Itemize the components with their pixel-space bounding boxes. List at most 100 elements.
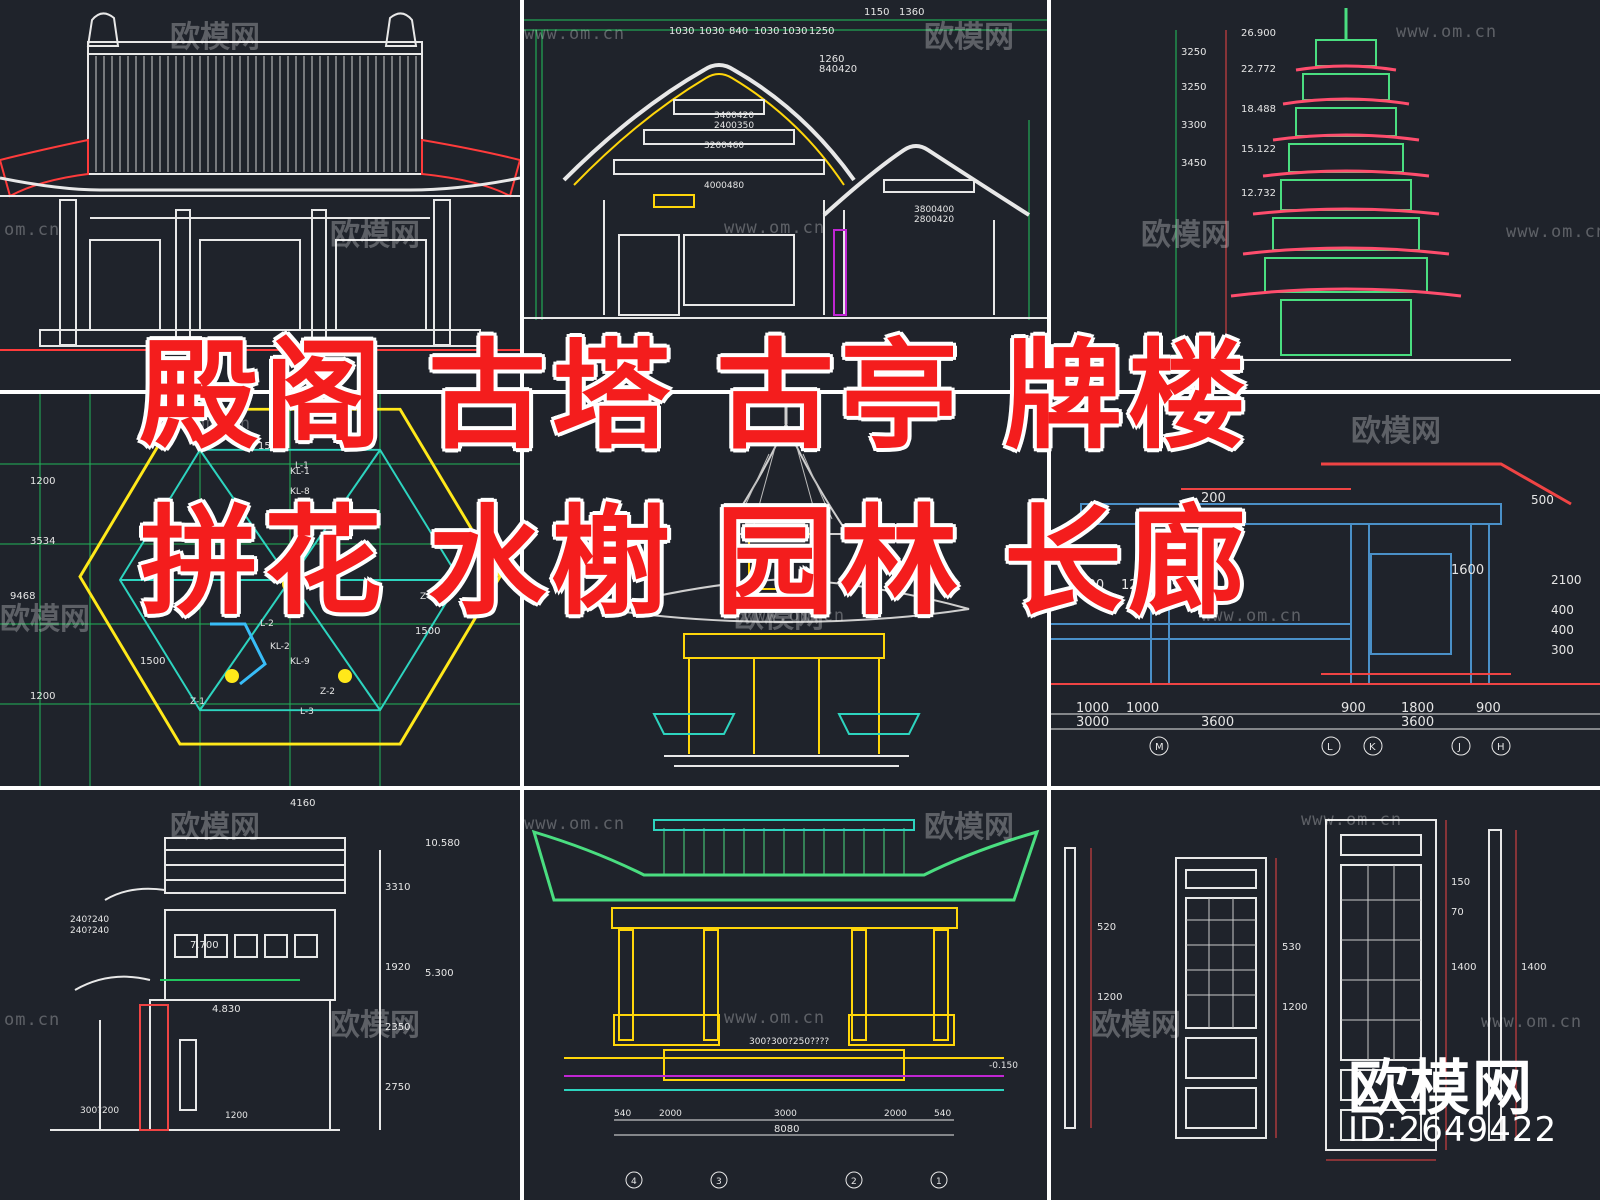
level-label: -0.150 (989, 1061, 1018, 1071)
dim-label: 1250 (809, 26, 834, 37)
level-label: 22.772 (1241, 64, 1276, 75)
watermark-url: www.om.cn (524, 814, 626, 834)
watermark-url: www.om.cn (1301, 810, 1403, 830)
watermark-url: www.om.cn (724, 218, 826, 238)
dim-label: 1920 (385, 962, 410, 973)
level-label: 4.830 (212, 1004, 241, 1015)
member-label: KL-9 (290, 657, 310, 667)
watermark-logo: 欧模网 (1141, 218, 1231, 253)
dim-label: 1030 (669, 26, 694, 37)
headline-word: 牌楼 (1004, 327, 1253, 465)
dim-label: 3000 (774, 1109, 797, 1119)
level-label: 7.700 (190, 940, 219, 951)
level-label: 5.300 (425, 968, 454, 979)
dim-label: 3310 (385, 882, 410, 893)
level-label: 10.580 (425, 838, 460, 849)
dim-label: 1800 (1401, 701, 1434, 716)
axis-label: 3 (716, 1177, 722, 1187)
member-label: KL-1 (290, 467, 310, 477)
dim-label: 4000480 (704, 181, 744, 191)
dim-label: 900 (1476, 701, 1501, 716)
dim-label: 2750 (385, 1082, 410, 1093)
headline-word: 殿阁 (140, 327, 389, 465)
watermark-logo: 欧模网 (1351, 414, 1441, 449)
brand-id: ID:2649422 (1348, 1110, 1558, 1150)
pagoda-drawing: 26.900 22.772 18.488 15.122 12.732 3250 … (1175, 8, 1511, 361)
watermark-logo: 欧模网 (170, 810, 260, 845)
dim-label: 200 (1201, 491, 1226, 506)
watermark-logo: 欧模网 (734, 600, 824, 635)
dim-label: 3200460 (704, 141, 744, 151)
watermark-url: www.om.cn (1396, 22, 1498, 42)
dim-label: 2800420 (914, 215, 954, 225)
watermark-url: www.om.cn (524, 24, 626, 44)
member-label: Z-4 (420, 592, 435, 602)
note-label: 240?240 (70, 915, 109, 925)
axis-label: 2 (851, 1177, 857, 1187)
axis-label: H (1497, 742, 1505, 753)
member-label: L-3 (300, 707, 314, 717)
note-label: 300?200 (80, 1106, 119, 1116)
dim-label: 2000 (884, 1109, 907, 1119)
dim-label: 3250 (1181, 82, 1206, 93)
member-label: L-1 (295, 461, 309, 471)
panel-gate-section: 10.580 5.300 4.830 7.700 2750 1920 3310 … (0, 790, 520, 1200)
brand-logo-text: 欧模网 (1348, 1054, 1534, 1124)
axis-label: J (1457, 742, 1461, 753)
dim-label: 2400350 (714, 121, 754, 131)
watermark-logo: 欧模网 (330, 218, 420, 253)
dim-label: 840420 (819, 64, 857, 75)
dim-label: 1400 (1521, 962, 1546, 973)
dim-label: 3450 (1181, 158, 1206, 169)
member-label: Z-2 (320, 687, 335, 697)
note-label: 1200 (225, 1111, 248, 1121)
member-label: KL-8 (290, 487, 310, 497)
watermark-logo: 欧模网 (170, 20, 260, 55)
watermark-url: om.cn (4, 1010, 61, 1030)
axis-label: K (1369, 742, 1376, 753)
hall-elevation-drawing (0, 12, 520, 351)
watermark-url: www.om.cn (1481, 1012, 1583, 1032)
dim-label: 1030 (699, 26, 724, 37)
level-label: 15.122 (1241, 144, 1276, 155)
watermark-url: om.cn (4, 220, 61, 240)
dim-label: 900 (1341, 701, 1366, 716)
panel-hall-section: 1150 1360 1030 1030 840 1030 1030 1250 1… (524, 0, 1047, 390)
corridor-section-drawing: 200 1500 1250 1000 1000 3000 3600 900 18… (1051, 462, 1600, 756)
dim-label: 1400 (1451, 962, 1476, 973)
panel-pagoda: 26.900 22.772 18.488 15.122 12.732 3250 … (1051, 0, 1600, 390)
dim-label: 2000 (659, 1109, 682, 1119)
headline-word: 古亭 (716, 327, 965, 465)
dim-label: 1200 (30, 476, 55, 487)
watermark-url: www.om.cn (744, 606, 846, 626)
level-label: 26.900 (1241, 28, 1276, 39)
watermark-logo: 欧模网 (924, 810, 1014, 845)
watermark-url: www.om.cn (1506, 222, 1600, 242)
note-label: 300?300?250???? (749, 1037, 829, 1047)
dim-label: 4160 (290, 798, 315, 809)
pavilion-front-drawing: 540 2000 3000 2000 540 8080 4 3 2 1 300?… (531, 819, 1040, 1189)
watermark-logo: 欧模网 (0, 602, 90, 637)
dim-label: 500 (1531, 493, 1554, 507)
dim-label: 1200 (1097, 992, 1122, 1003)
dim-label: 1030 (782, 26, 807, 37)
dim-label: 840 (729, 26, 748, 37)
dim-label: 1200 (30, 691, 55, 702)
dim-label: 300 (1551, 643, 1574, 657)
watermark-logo: 欧模网 (330, 1008, 420, 1043)
axis-label: M (1155, 742, 1164, 753)
dim-label: 150 (1451, 877, 1470, 888)
headline-word: 拼花 (140, 493, 389, 631)
watermark-url: www.om.cn (1201, 606, 1303, 626)
dim-label: 530 (1282, 942, 1301, 953)
dim-label: 2350 (385, 1022, 410, 1033)
watermark-logo: 欧模网 (1091, 1008, 1181, 1043)
dim-label: 1360 (899, 7, 924, 18)
dim-label: 1200 (1282, 1002, 1307, 1013)
dim-label: 1000 (1126, 701, 1159, 716)
panel-door-details: 520 1200 530 1200 1400 1400 150 70 www.o… (1051, 790, 1600, 1200)
panel-pavilion-plan: 1500 1200 3534 9468 1200 1500 1500 KL-1 … (0, 394, 520, 786)
panel-pavilion-front: 540 2000 3000 2000 540 8080 4 3 2 1 300?… (524, 790, 1047, 1200)
dim-label: 540 (614, 1109, 631, 1119)
member-label: L-2 (260, 619, 274, 629)
